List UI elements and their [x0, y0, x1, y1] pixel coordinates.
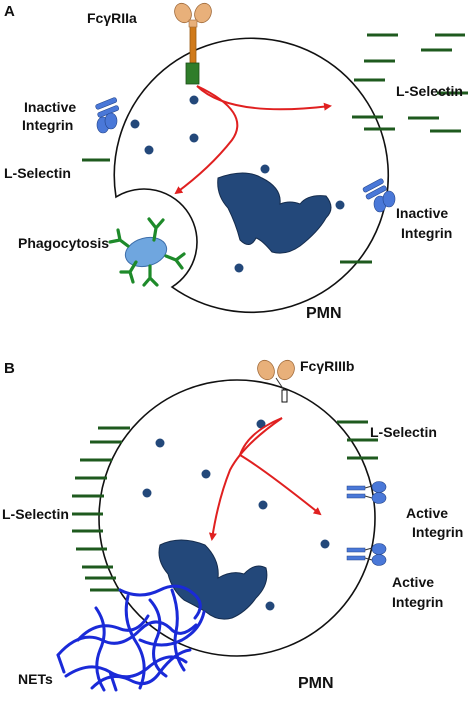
- antibody: [147, 217, 165, 242]
- fc-gamma-riiib-label: FcγRIIIb: [300, 358, 354, 374]
- l-selectin-a-right-group: [352, 33, 468, 133]
- inactive-integrin-right-line-2: Integrin: [401, 225, 452, 241]
- granule: [335, 200, 345, 210]
- phagocytosis-label: Phagocytosis: [18, 235, 109, 251]
- l-selectin-label-a-left: L-Selectin: [4, 165, 71, 181]
- nucleus-a: [217, 172, 332, 254]
- granules-b: [142, 419, 330, 611]
- signaling-arrows-b: [208, 417, 322, 541]
- granule: [265, 601, 275, 611]
- granule: [260, 164, 270, 174]
- l-selectin-b-left-group: [72, 426, 130, 592]
- granule: [320, 539, 330, 549]
- antibody: [142, 264, 159, 287]
- panel-a-letter: A: [4, 3, 15, 20]
- fc-gamma-riiib-receptor: [257, 359, 295, 403]
- fc-gamma-riia-label: FcγRIIa: [87, 10, 137, 26]
- pmn-label-b: PMN: [298, 675, 334, 692]
- active-integrin-1-line-2: Integrin: [412, 524, 463, 540]
- granule: [130, 119, 140, 129]
- antibody: [108, 228, 130, 248]
- granule: [189, 95, 199, 105]
- granule: [256, 419, 266, 429]
- l-selectin-label-a-right: L-Selectin: [396, 83, 463, 99]
- l-selectin-label-b-right: L-Selectin: [370, 424, 437, 440]
- signaling-arrows-a: [174, 85, 332, 195]
- panel-b: B FcγRIIIb L-Selectin: [2, 358, 463, 692]
- signal-arrow-a-right: [196, 85, 332, 111]
- antibody: [119, 260, 138, 284]
- panel-b-letter: B: [4, 360, 15, 377]
- nucleus-b: [158, 539, 268, 620]
- granule: [142, 488, 152, 498]
- nets-fibers: [56, 584, 206, 692]
- signal-arrow-a-down: [174, 85, 239, 195]
- signal-arrow-b-down: [208, 417, 283, 541]
- inactive-integrin-label-line-1: Inactive: [24, 99, 76, 115]
- active-integrin-b-1: [346, 481, 387, 504]
- granule: [189, 133, 199, 143]
- antibody: [164, 252, 186, 270]
- inactive-integrin-a-left: [95, 97, 120, 134]
- granule: [144, 145, 154, 155]
- active-integrin-2-line-1: Active: [392, 574, 434, 590]
- inactive-integrin-label-line-2: Integrin: [22, 117, 73, 133]
- active-integrin-b-2: [346, 543, 387, 566]
- pmn-label-a: PMN: [306, 305, 342, 322]
- granule: [201, 469, 211, 479]
- inactive-integrin-right-line-1: Inactive: [396, 205, 448, 221]
- nets-label: NETs: [18, 671, 53, 687]
- granules-a: [130, 95, 345, 273]
- active-integrin-1-line-1: Active: [406, 505, 448, 521]
- active-integrin-2-line-2: Integrin: [392, 594, 443, 610]
- granule: [234, 263, 244, 273]
- inactive-integrin-a-right: [362, 178, 396, 213]
- fc-gamma-riia-receptor: [174, 2, 212, 85]
- opsonized-bacterium: [108, 217, 186, 287]
- granule: [155, 438, 165, 448]
- panel-a: A FcγRIIa Inactive Integrin L-Selectin: [4, 2, 468, 322]
- granule: [258, 500, 268, 510]
- l-selectin-label-b-left: L-Selectin: [2, 506, 69, 522]
- l-selectin-b-right-group: [337, 420, 378, 460]
